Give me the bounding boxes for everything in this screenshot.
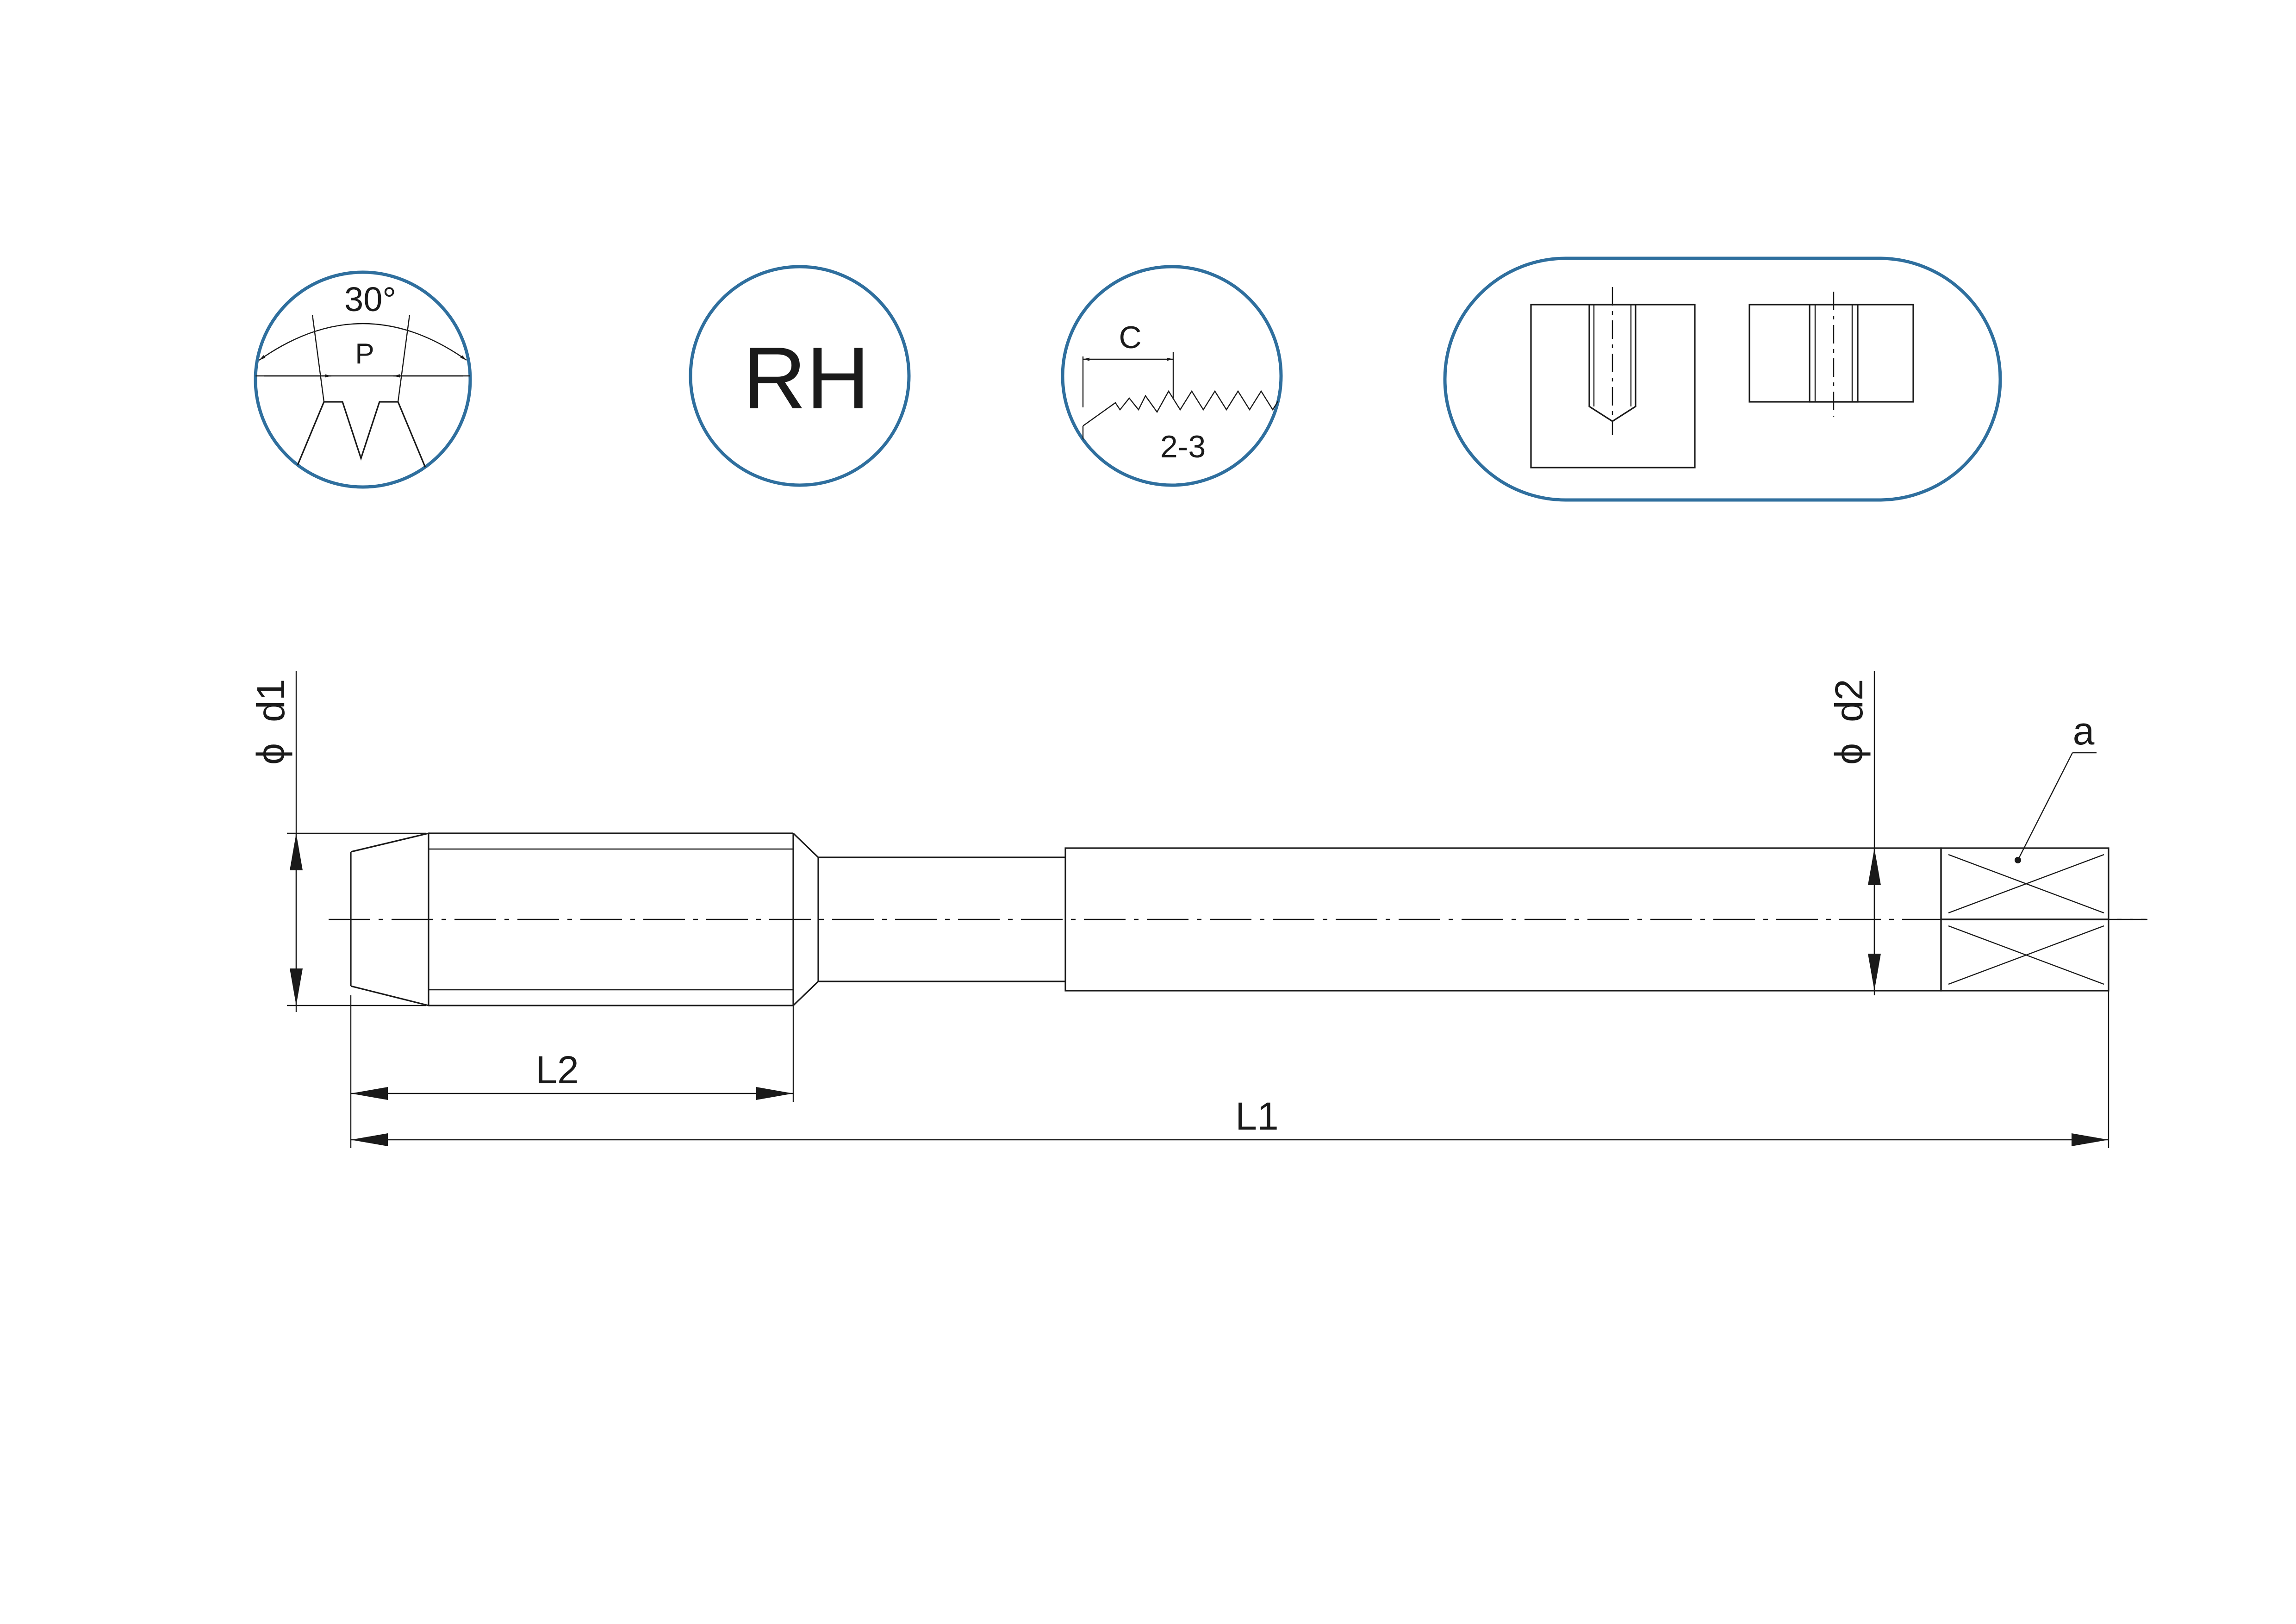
hole-types-frame: [1443, 256, 2002, 502]
d1-dimension: ϕ d1: [249, 671, 426, 1012]
l1-label: L1: [1235, 1094, 1278, 1138]
thread-profile-frame: [254, 270, 472, 489]
l2-dimension: L2: [350, 995, 794, 1148]
threaded-section: [350, 832, 819, 1007]
hole-types-icon: [1443, 256, 2002, 502]
l2-label: L2: [535, 1048, 579, 1092]
angle-label: 30°: [344, 280, 396, 319]
chamfer-thread-line: [1083, 390, 1281, 426]
blind-hole-icon: [1530, 287, 1696, 468]
d2-dimension: ϕ d2: [1827, 671, 1881, 995]
chamfer-length-label: C: [1119, 320, 1141, 355]
angle-arc: [259, 323, 467, 361]
hand-label: RH: [743, 329, 870, 427]
shank-section: [1064, 847, 2147, 992]
through-hole-icon: [1748, 292, 1914, 417]
square-label: a: [2073, 709, 2095, 753]
pitch-label: P: [355, 338, 374, 370]
d1-symbol: ϕ: [249, 743, 292, 765]
right-hand-icon: RH: [689, 265, 911, 487]
tap-drawing: ϕ d1 ϕ d2 a L2 L1: [249, 671, 2147, 1148]
d2-symbol: ϕ: [1827, 743, 1871, 765]
chamfer-icon: C 2-3: [1061, 265, 1283, 487]
l1-dimension: L1: [351, 991, 2109, 1148]
d1-label: d1: [249, 679, 292, 722]
thread-profile-icon: 30° P: [254, 270, 472, 489]
d2-label: d2: [1827, 679, 1871, 722]
right-hand-frame: [689, 265, 911, 487]
square-leader: a: [2015, 709, 2097, 863]
chamfer-threads-label: 2-3: [1160, 429, 1206, 464]
chamfer-frame: [1061, 265, 1283, 487]
neck-section: [818, 856, 1065, 982]
